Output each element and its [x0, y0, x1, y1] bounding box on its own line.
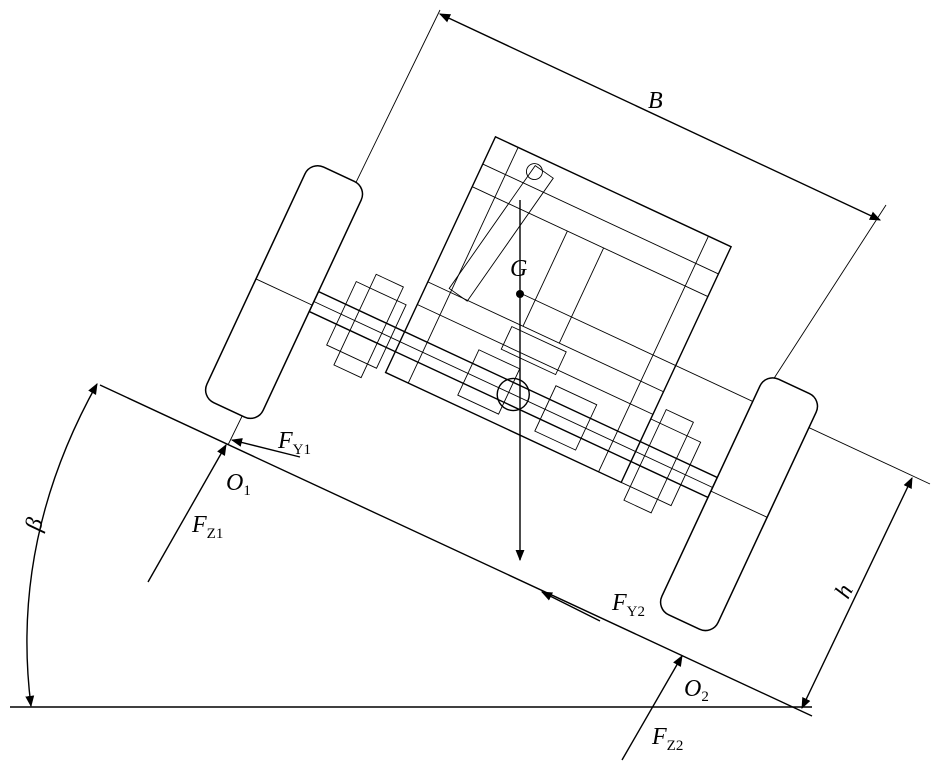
- h-extension-top: [519, 292, 931, 485]
- h-dimension-line: [801, 476, 913, 710]
- FY2-label: FY2: [611, 590, 645, 620]
- G-label: G: [510, 256, 527, 282]
- beta-label: β: [20, 515, 48, 534]
- FZ2-label: FZ2: [651, 724, 683, 754]
- FZ1-arrow: [147, 444, 227, 583]
- FY2-arrow: [540, 591, 601, 622]
- FZ2-arrow: [621, 655, 683, 761]
- B-extension-right: [759, 204, 887, 401]
- vehicle-body: [204, 135, 819, 632]
- B-dimension-line: [438, 13, 882, 221]
- B-label: B: [648, 88, 663, 114]
- O1-label: O1: [226, 470, 251, 499]
- FZ1-label: FZ1: [191, 512, 223, 542]
- O2-label: O2: [684, 676, 709, 705]
- FY1-label: FY1: [277, 428, 311, 458]
- FY1-arrow: [230, 438, 301, 458]
- beta-angle-arc: [25, 383, 98, 708]
- h-label: h: [830, 580, 859, 602]
- slope-line: [99, 384, 813, 717]
